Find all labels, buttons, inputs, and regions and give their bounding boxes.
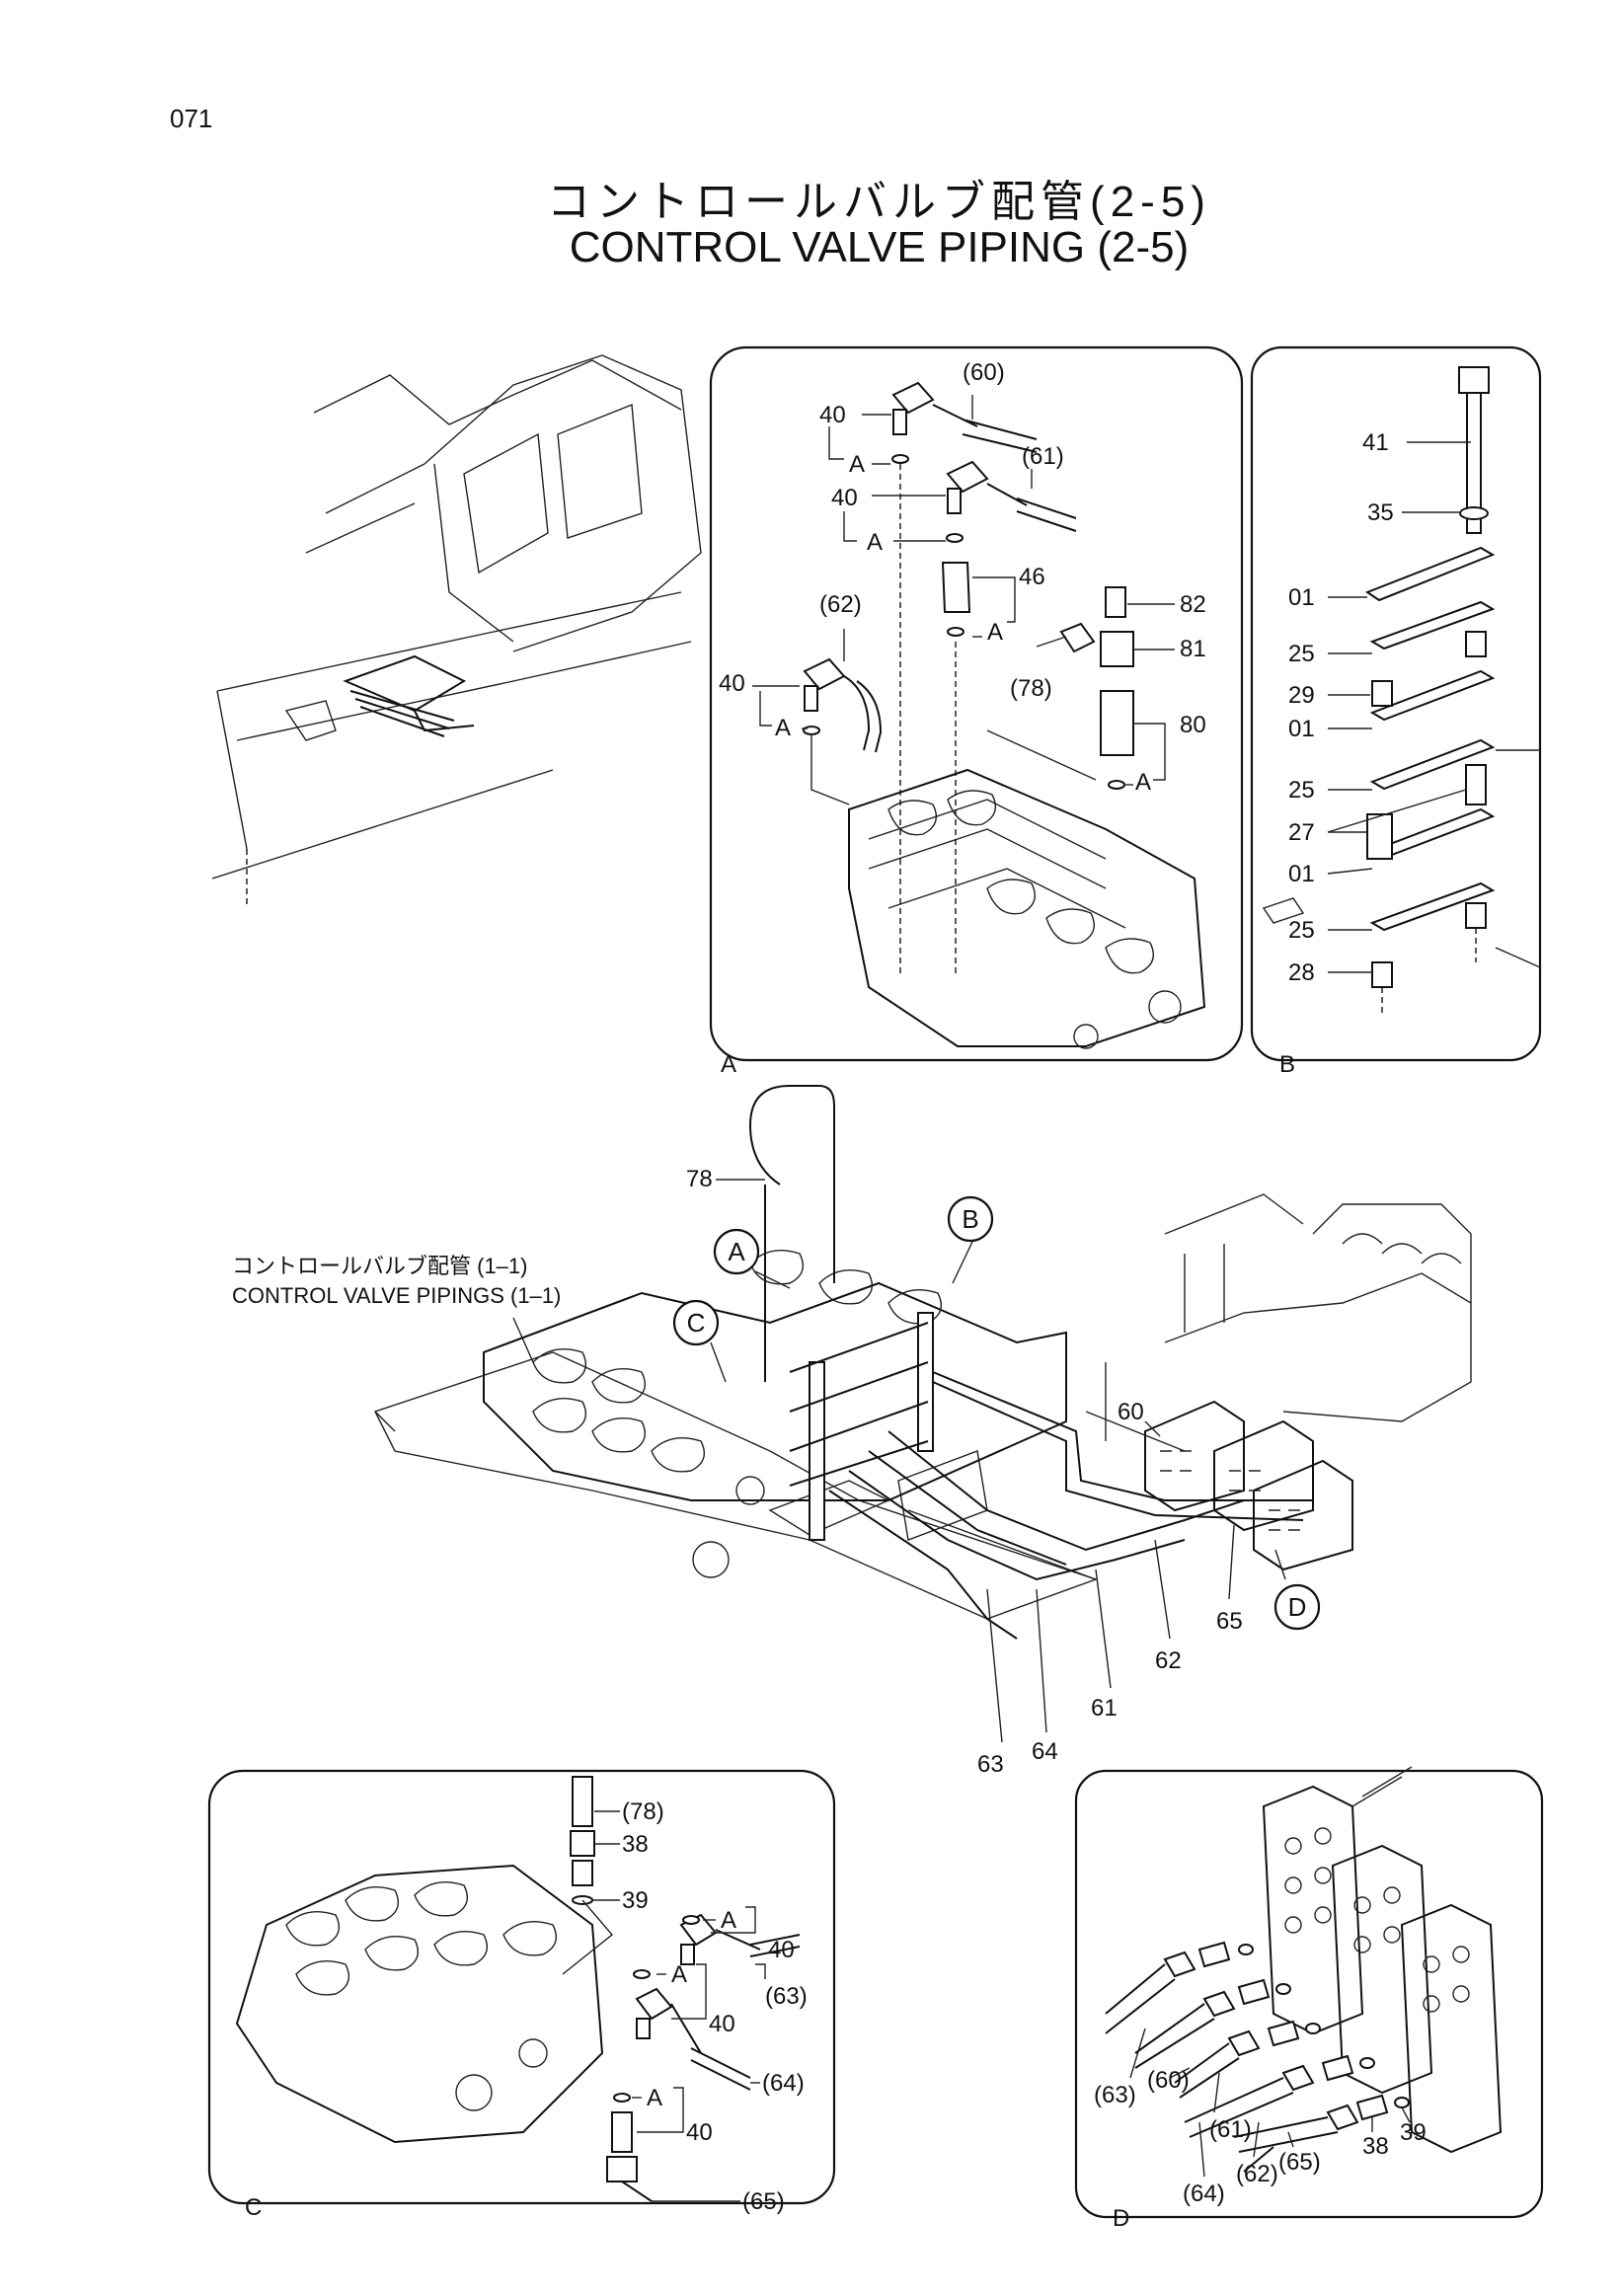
label-d-63: (63)	[1094, 2082, 1136, 2108]
label-d-65: (65)	[1278, 2149, 1321, 2176]
label-a-a-1: A	[849, 451, 865, 478]
panel-c-frame	[207, 1769, 836, 2205]
label-b-35: 35	[1367, 499, 1394, 526]
label-b-01-2: 01	[1288, 716, 1315, 742]
reference-japanese: コントロールバルブ配管 (1–1)	[232, 1254, 527, 1278]
label-a-a-5: A	[1135, 769, 1151, 796]
label-c-65: (65)	[742, 2188, 785, 2215]
label-d-62: (62)	[1236, 2161, 1278, 2187]
label-c-a-3: A	[647, 2085, 662, 2111]
label-c-a-2: A	[671, 1961, 687, 1988]
label-a-60: (60)	[963, 359, 1005, 386]
label-b-28: 28	[1288, 959, 1315, 986]
svg-text:A: A	[728, 1237, 745, 1266]
label-b-25-1: 25	[1288, 641, 1315, 667]
label-a-40-2: 40	[831, 485, 858, 511]
label-a-62: (62)	[819, 591, 862, 618]
label-main-78: 78	[686, 1166, 713, 1192]
label-b-01-1: 01	[1288, 584, 1315, 611]
label-d-39: 39	[1400, 2119, 1427, 2146]
machine-overview	[211, 354, 702, 908]
page-number: 071	[170, 104, 213, 133]
panel-b: B 41 35 01 25 29 0	[1250, 345, 1542, 1078]
panel-d-letter: D	[1113, 2205, 1129, 2232]
panel-a-frame	[709, 345, 1244, 1062]
label-c-38: 38	[622, 1831, 649, 1858]
label-b-25-3: 25	[1288, 917, 1315, 944]
svg-text:C: C	[687, 1308, 706, 1338]
svg-text:D: D	[1288, 1592, 1307, 1622]
label-a-80: 80	[1180, 712, 1206, 738]
panel-b-frame	[1250, 345, 1542, 1062]
label-d-60: (60)	[1147, 2067, 1190, 2094]
label-a-a-4: A	[775, 715, 791, 741]
label-c-a-1: A	[721, 1907, 736, 1934]
label-main-65: 65	[1216, 1608, 1243, 1635]
callout-c: C	[672, 1299, 720, 1346]
label-a-81: 81	[1180, 636, 1206, 662]
label-c-40-1: 40	[768, 1937, 795, 1963]
label-main-60: 60	[1118, 1399, 1144, 1425]
label-b-01-3: 01	[1288, 861, 1315, 887]
label-c-39: 39	[622, 1887, 649, 1914]
callout-b: B	[947, 1195, 994, 1243]
label-a-40-1: 40	[819, 402, 846, 428]
label-a-46: 46	[1019, 564, 1045, 590]
title-english: CONTROL VALVE PIPING (2-5)	[569, 223, 1190, 271]
label-d-38: 38	[1362, 2133, 1389, 2160]
title-japanese: コントロールバルブ配管(2-5)	[547, 178, 1211, 226]
panel-b-letter: B	[1279, 1051, 1295, 1078]
panel-c: C	[207, 1769, 836, 2221]
panel-c-letter: C	[245, 2194, 262, 2221]
label-a-a-3: A	[987, 619, 1003, 646]
label-main-64: 64	[1032, 1738, 1058, 1765]
callout-a: A	[713, 1228, 760, 1275]
label-a-a-2: A	[867, 529, 883, 556]
svg-text:B: B	[962, 1204, 978, 1234]
label-a-40-3: 40	[719, 670, 745, 697]
label-main-63: 63	[977, 1751, 1004, 1778]
reference-english: CONTROL VALVE PIPINGS (1–1)	[232, 1283, 561, 1308]
label-b-41: 41	[1362, 429, 1389, 456]
label-main-61: 61	[1091, 1695, 1118, 1722]
label-a-78: (78)	[1010, 675, 1052, 702]
label-d-61: (61)	[1209, 2116, 1252, 2143]
label-b-27: 27	[1288, 819, 1315, 846]
label-b-29: 29	[1288, 682, 1315, 709]
label-main-62: 62	[1155, 1647, 1182, 1674]
label-c-63: (63)	[765, 1983, 808, 2010]
main-assembly: コントロールバルブ配管 (1–1) CONTROL VALVE PIPINGS …	[232, 1085, 1472, 1778]
label-c-40-3: 40	[686, 2119, 713, 2146]
label-c-40-2: 40	[709, 2011, 735, 2037]
label-b-25-2: 25	[1288, 777, 1315, 804]
callout-d: D	[1273, 1583, 1321, 1631]
label-a-61: (61)	[1022, 443, 1064, 470]
panel-d-frame	[1074, 1769, 1544, 2219]
panel-a: A	[709, 345, 1244, 1078]
label-d-64: (64)	[1183, 2181, 1225, 2207]
label-a-82: 82	[1180, 591, 1206, 618]
panel-d: D	[1074, 1766, 1544, 2232]
label-c-64: (64)	[762, 2070, 805, 2097]
panel-a-letter: A	[721, 1051, 736, 1078]
label-c-78: (78)	[622, 1799, 664, 1825]
